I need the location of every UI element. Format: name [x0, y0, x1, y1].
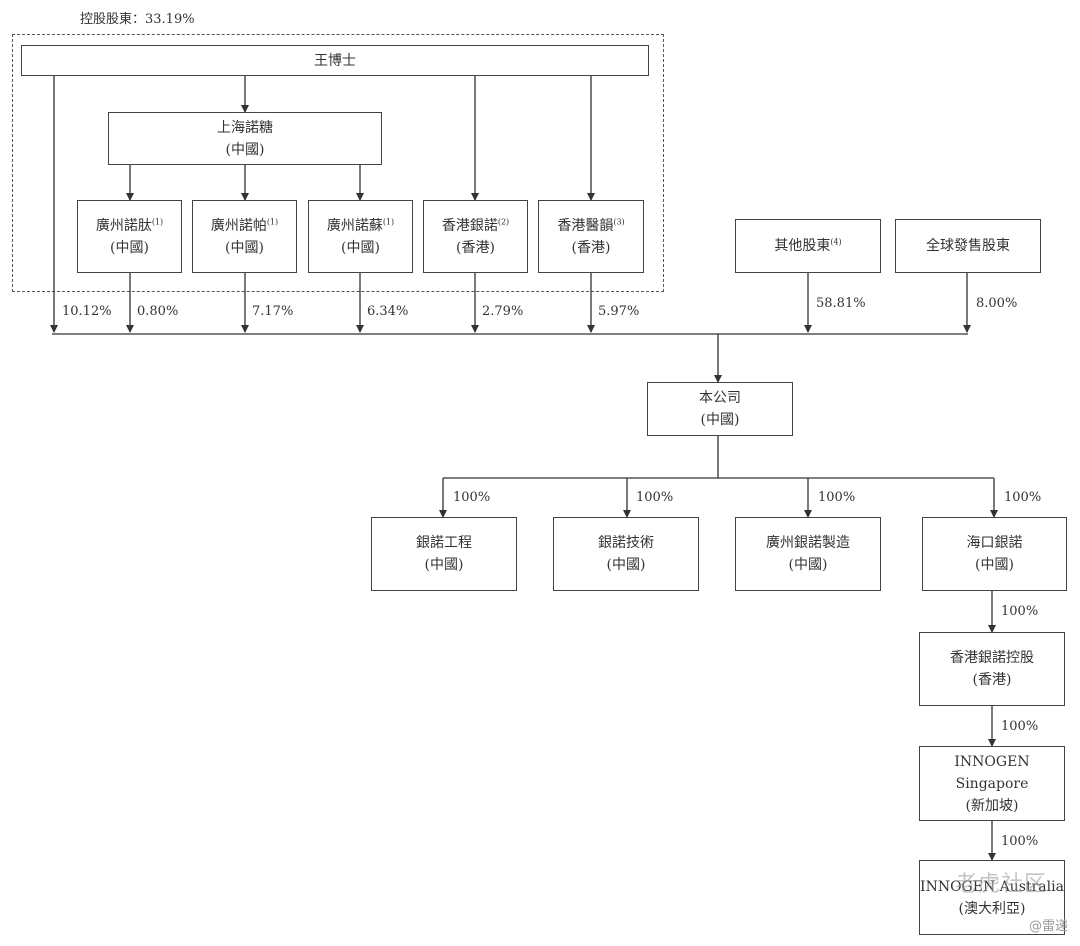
pct-hk-yiyun: 5.97% — [598, 304, 640, 319]
node-au-loc: (澳大利亞) — [958, 900, 1026, 917]
pct-tech: 100% — [636, 490, 674, 505]
node-others-name: 其他股東 — [774, 238, 831, 254]
pct-haikou: 100% — [1004, 490, 1042, 505]
pct-eng: 100% — [453, 490, 491, 505]
node-gz-pa-name: 廣州諾帕 — [210, 217, 267, 234]
node-eng: 銀諾工程 (中國) — [371, 517, 517, 591]
node-hk-yiyun: 香港醫韻(3) (香港) — [538, 200, 644, 273]
node-hk-holding-loc: (香港) — [972, 672, 1012, 688]
pct-au: 100% — [1001, 834, 1039, 849]
pct-gz-tai: 0.80% — [137, 304, 179, 319]
node-company: 本公司 (中國) — [647, 382, 793, 436]
node-hk-holding-name: 香港銀諾控股 — [950, 650, 1034, 666]
node-hk-holding: 香港銀諾控股 (香港) — [919, 632, 1065, 706]
node-gz-mfg-loc: (中國) — [788, 557, 828, 573]
node-gz-su-note: (1) — [382, 216, 395, 226]
node-eng-name: 銀諾工程 — [416, 535, 472, 551]
node-hk-yinnuo: 香港銀諾(2) (香港) — [423, 200, 528, 273]
pct-hk-yinnuo: 2.79% — [482, 304, 524, 319]
node-au: INNOGEN Australia (澳大利亞) — [919, 860, 1065, 935]
node-gz-su-loc: (中國) — [341, 239, 380, 256]
node-tech-loc: (中國) — [606, 557, 646, 573]
node-haikou: 海口銀諾 (中國) — [922, 517, 1067, 591]
node-gz-pa: 廣州諾帕(1) (中國) — [192, 200, 297, 273]
node-tech: 銀諾技術 (中國) — [553, 517, 699, 591]
node-others: 其他股東(4) — [735, 219, 881, 273]
watermark-account: @雷递 — [1028, 919, 1068, 934]
node-wang: 王博士 — [21, 45, 649, 76]
node-gz-tai-note: (1) — [151, 216, 164, 226]
controlling-group-outline — [12, 34, 664, 292]
node-gz-tai: 廣州諾肽(1) (中國) — [77, 200, 182, 273]
pct-gz-pa: 7.17% — [252, 304, 294, 319]
pct-global: 8.00% — [976, 296, 1018, 311]
pct-wang: 10.12% — [62, 304, 112, 319]
node-hk-yinnuo-note: (2) — [497, 216, 510, 226]
node-sg-loc: (新加坡) — [965, 797, 1019, 814]
node-gz-pa-note: (1) — [266, 216, 279, 226]
node-company-loc: (中國) — [700, 412, 740, 428]
node-company-name: 本公司 — [699, 390, 741, 406]
node-gz-tai-name: 廣州諾肽 — [95, 217, 152, 234]
node-global: 全球發售股東 — [895, 219, 1041, 273]
node-gz-su-name: 廣州諾蘇 — [326, 217, 383, 234]
node-hk-yiyun-name: 香港醫韻 — [557, 217, 614, 234]
pct-others: 58.81% — [816, 296, 866, 311]
pct-gz-su: 6.34% — [367, 304, 409, 319]
controlling-shareholder-label: 控股股東：33.19% — [80, 12, 195, 27]
node-haikou-name: 海口銀諾 — [966, 535, 1023, 551]
node-others-note: (4) — [830, 237, 842, 247]
node-hk-yinnuo-loc: (香港) — [456, 239, 495, 256]
node-shanghai: 上海諾糖 (中國) — [108, 112, 382, 165]
node-gz-pa-loc: (中國) — [225, 239, 264, 256]
node-eng-loc: (中國) — [424, 557, 464, 573]
pct-sg: 100% — [1001, 719, 1039, 734]
node-tech-name: 銀諾技術 — [598, 535, 654, 551]
node-shanghai-loc: (中國) — [225, 141, 265, 158]
node-gz-su: 廣州諾蘇(1) (中國) — [308, 200, 413, 273]
node-hk-yiyun-note: (3) — [613, 216, 625, 226]
node-wang-name: 王博士 — [314, 52, 356, 69]
node-au-name: INNOGEN Australia — [920, 878, 1064, 895]
node-sg-name: INNOGEN Singapore — [954, 753, 1030, 792]
node-gz-mfg-name: 廣州銀諾製造 — [766, 535, 850, 551]
node-hk-yiyun-loc: (香港) — [571, 239, 611, 256]
pct-hk-holding: 100% — [1001, 604, 1039, 619]
node-global-name: 全球發售股東 — [926, 238, 1010, 254]
node-gz-tai-loc: (中國) — [110, 239, 149, 256]
node-haikou-loc: (中國) — [975, 557, 1014, 573]
node-hk-yinnuo-name: 香港銀諾 — [441, 217, 498, 234]
node-gz-mfg: 廣州銀諾製造 (中國) — [735, 517, 881, 591]
node-shanghai-name: 上海諾糖 — [217, 119, 273, 136]
watermark-site: 老虎社区 — [955, 872, 1048, 897]
pct-gz-mfg: 100% — [818, 490, 856, 505]
node-sg: INNOGEN Singapore (新加坡) — [919, 746, 1065, 821]
